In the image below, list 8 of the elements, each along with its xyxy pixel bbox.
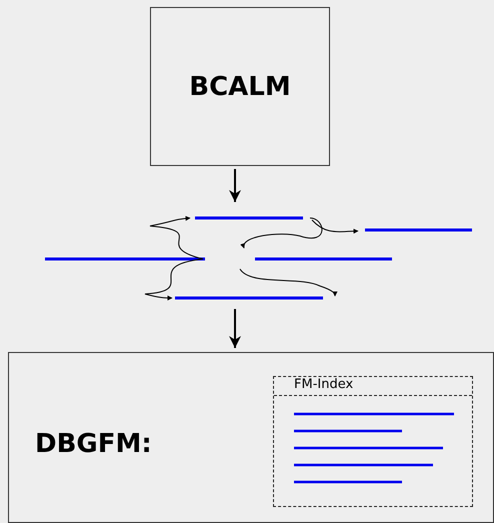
node-title: DBGFM: [35,429,152,459]
process-box [150,7,330,166]
process-box [8,352,494,523]
index-box [273,376,473,507]
arrow [229,169,241,202]
index-title: FM-Index [294,377,354,392]
node-title: BCALM [189,72,291,102]
arrow [229,309,241,348]
